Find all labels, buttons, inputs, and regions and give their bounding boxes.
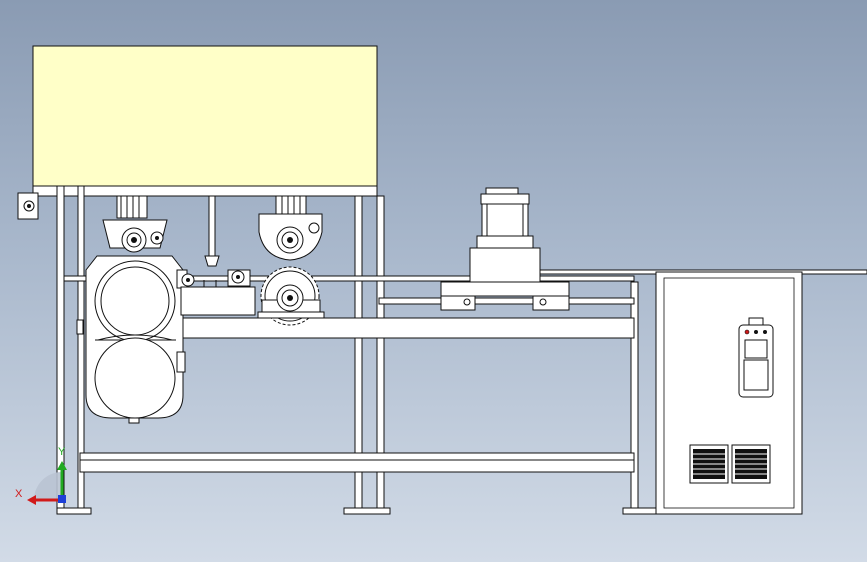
hopper-box bbox=[32, 45, 378, 187]
hopper-lip bbox=[32, 185, 378, 197]
handheld-pendant-icon bbox=[738, 317, 774, 398]
beam-conveyor-top bbox=[378, 297, 635, 305]
axis-x-label: X bbox=[15, 488, 23, 500]
bearing-block-left bbox=[180, 269, 256, 316]
foot-left bbox=[56, 507, 92, 515]
motor-flange-lower bbox=[94, 337, 176, 419]
frame-leg-left bbox=[56, 185, 65, 511]
beam-upper bbox=[63, 275, 635, 282]
axis-y-label: Y bbox=[58, 446, 66, 458]
foot-right bbox=[622, 507, 658, 515]
sprocket-unit bbox=[257, 266, 325, 326]
frame-post-right bbox=[630, 281, 639, 511]
control-cabinet bbox=[655, 271, 803, 515]
vent-grille-icon bbox=[689, 444, 771, 484]
gear-motor bbox=[76, 195, 188, 424]
press-unit bbox=[440, 187, 570, 311]
foot-mid bbox=[343, 507, 391, 515]
gear-unit-upper bbox=[258, 195, 323, 261]
beam-lower bbox=[79, 452, 635, 473]
beam-main bbox=[179, 317, 635, 339]
hanging-rod bbox=[208, 195, 216, 257]
axis-triad-icon bbox=[27, 461, 67, 505]
